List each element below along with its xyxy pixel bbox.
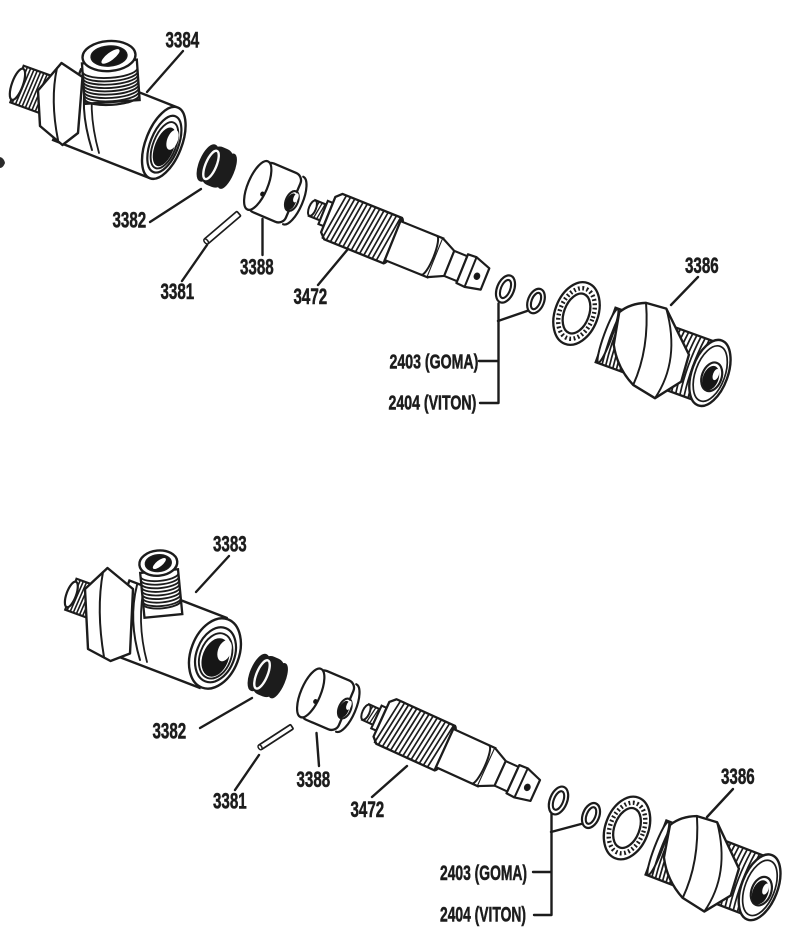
svg-text:2403 (GOMA): 2403 (GOMA) xyxy=(390,350,479,373)
svg-text:3383: 3383 xyxy=(213,533,247,558)
svg-text:3382: 3382 xyxy=(153,720,187,745)
svg-text:3381: 3381 xyxy=(161,280,195,305)
svg-text:3381: 3381 xyxy=(213,790,247,815)
svg-text:2404 (VITON): 2404 (VITON) xyxy=(389,391,477,414)
svg-text:3472: 3472 xyxy=(351,798,385,823)
svg-text:3388: 3388 xyxy=(240,256,274,281)
svg-text:3472: 3472 xyxy=(294,285,328,310)
svg-text:3382: 3382 xyxy=(113,209,147,234)
svg-text:2403 (GOMA): 2403 (GOMA) xyxy=(440,861,527,885)
svg-text:3384: 3384 xyxy=(166,29,200,54)
svg-text:2404 (VITON): 2404 (VITON) xyxy=(440,902,526,926)
svg-text:3386: 3386 xyxy=(685,254,719,279)
svg-text:3388: 3388 xyxy=(297,768,331,793)
svg-text:3386: 3386 xyxy=(721,765,755,790)
